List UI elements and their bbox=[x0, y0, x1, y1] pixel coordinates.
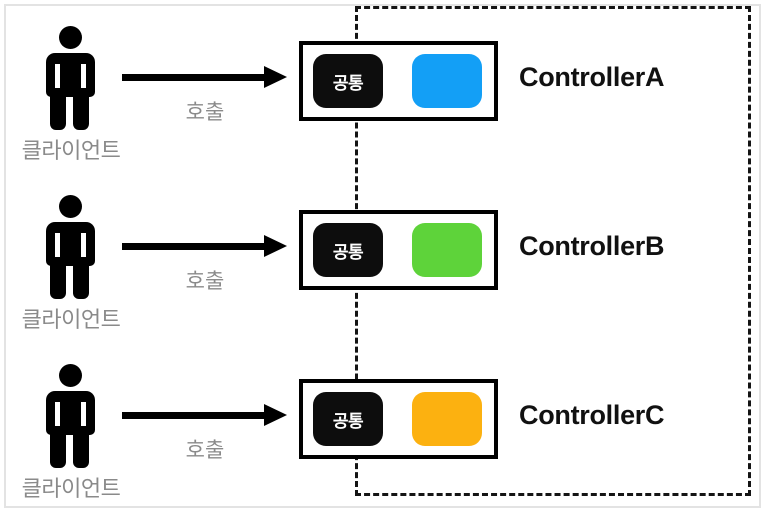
person-head-icon bbox=[59, 195, 82, 218]
person-right-arm-gap bbox=[81, 402, 86, 436]
arrow-head bbox=[264, 66, 287, 88]
arrow-head bbox=[264, 404, 287, 426]
common-module-chip: 공통 bbox=[313, 392, 383, 446]
call-label: 호출 bbox=[185, 439, 225, 462]
person-head-icon bbox=[59, 364, 82, 387]
call-arrow-icon bbox=[122, 404, 287, 426]
common-module-label: 공통 bbox=[332, 242, 364, 262]
client-person-icon bbox=[44, 195, 96, 299]
client-label: 클라이언트 bbox=[21, 307, 121, 332]
common-module-label: 공통 bbox=[332, 73, 364, 93]
client-person-icon bbox=[44, 26, 96, 130]
controller-name-b: ControllerB bbox=[519, 231, 665, 261]
diagram-row-controller-b: 클라이언트 호출 공통 ControllerB bbox=[0, 169, 765, 339]
person-left-leg-icon bbox=[50, 88, 66, 130]
person-left-arm-gap bbox=[55, 233, 60, 267]
person-left-arm-gap bbox=[55, 64, 60, 98]
call-arrow-icon bbox=[122, 66, 287, 88]
arrow-shaft bbox=[122, 74, 267, 81]
call-arrow-icon bbox=[122, 235, 287, 257]
arrow-head bbox=[264, 235, 287, 257]
controller-name-a: ControllerA bbox=[519, 62, 665, 92]
call-label: 호출 bbox=[185, 270, 225, 293]
controller-module-chip-a bbox=[412, 54, 482, 108]
diagram-row-controller-c: 클라이언트 호출 공통 ControllerC bbox=[0, 338, 765, 508]
controller-box-a: 공통 bbox=[299, 41, 498, 121]
diagram-row-controller-a: 클라이언트 호출 공통 ControllerA bbox=[0, 0, 765, 170]
arrow-shaft bbox=[122, 412, 267, 419]
call-label: 호출 bbox=[185, 101, 225, 124]
person-right-leg-icon bbox=[73, 426, 89, 468]
client-person-icon bbox=[44, 364, 96, 468]
person-left-leg-icon bbox=[50, 426, 66, 468]
person-right-arm-gap bbox=[81, 233, 86, 267]
controller-module-chip-c bbox=[412, 392, 482, 446]
client-label: 클라이언트 bbox=[21, 138, 121, 163]
person-left-arm-gap bbox=[55, 402, 60, 436]
person-head-icon bbox=[59, 26, 82, 49]
arrow-shaft bbox=[122, 243, 267, 250]
person-right-leg-icon bbox=[73, 88, 89, 130]
controller-name-c: ControllerC bbox=[519, 400, 665, 430]
person-right-leg-icon bbox=[73, 257, 89, 299]
person-right-arm-gap bbox=[81, 64, 86, 98]
outer-frame bbox=[4, 4, 761, 508]
common-module-chip: 공통 bbox=[313, 223, 383, 277]
controller-module-chip-b bbox=[412, 223, 482, 277]
common-module-label: 공통 bbox=[332, 411, 364, 431]
controller-box-c: 공통 bbox=[299, 379, 498, 459]
common-module-chip: 공통 bbox=[313, 54, 383, 108]
controller-box-b: 공통 bbox=[299, 210, 498, 290]
person-left-leg-icon bbox=[50, 257, 66, 299]
client-label: 클라이언트 bbox=[21, 476, 121, 501]
